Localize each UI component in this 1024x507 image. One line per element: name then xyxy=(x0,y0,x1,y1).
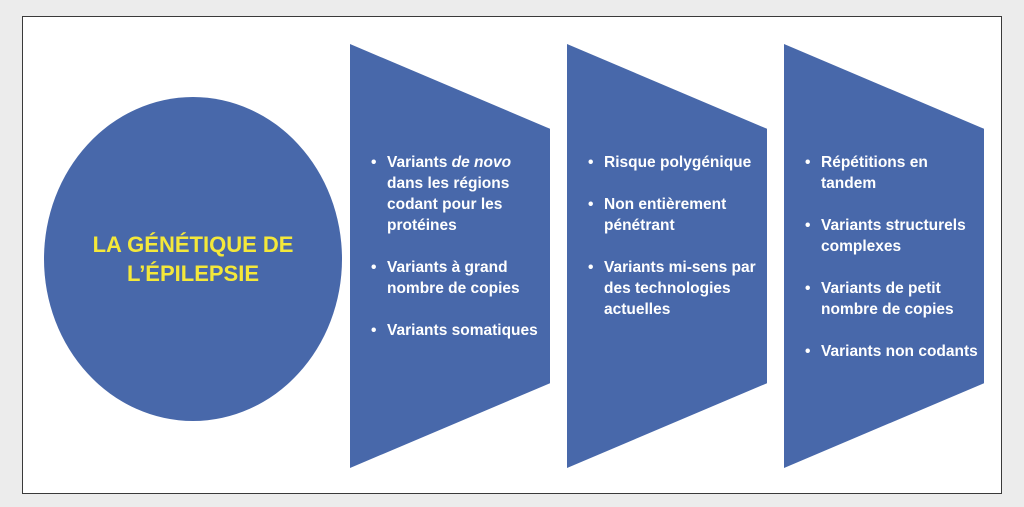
item-text-post: dans les régions codant pour les protéin… xyxy=(387,175,510,234)
item-text: Variants somatiques xyxy=(387,322,538,339)
list-item: • Répétitions en tandem xyxy=(805,152,983,194)
list-item: • Variants non codants xyxy=(805,341,983,362)
bullet-icon: • xyxy=(805,343,811,360)
bullet-icon: • xyxy=(371,259,377,276)
item-text: Répétitions en tandem xyxy=(821,154,928,192)
item-text: Variants structurels complexes xyxy=(821,217,966,255)
column-3-list: • Répétitions en tandem • Variants struc… xyxy=(805,152,983,383)
item-text-em: de novo xyxy=(451,154,512,171)
column-1-list: • Variants de novo dans les régions coda… xyxy=(371,152,551,362)
column-2-list: • Risque polygénique • Non entièrement p… xyxy=(588,152,766,341)
list-item: • Variants mi-sens par des technologies … xyxy=(588,257,766,320)
list-item: • Variants de petit nombre de copies xyxy=(805,278,983,320)
bullet-icon: • xyxy=(371,322,377,339)
bullet-icon: • xyxy=(588,196,594,213)
list-item: • Variants de novo dans les régions coda… xyxy=(371,152,551,236)
item-text: Variants à grand nombre de copies xyxy=(387,259,520,297)
bullet-icon: • xyxy=(805,280,811,297)
list-item: • Non entièrement pénétrant xyxy=(588,194,766,236)
list-item: • Variants structurels complexes xyxy=(805,215,983,257)
list-item: • Variants à grand nombre de copies xyxy=(371,257,551,299)
item-text: Risque polygénique xyxy=(604,154,752,171)
item-text: Variants non codants xyxy=(821,343,978,360)
diagram-title: LA GÉNÉTIQUE DE L’ÉPILEPSIE xyxy=(92,232,294,286)
item-text: Variants de petit nombre de copies xyxy=(821,280,954,318)
item-text-pre: Variants xyxy=(387,154,452,171)
bullet-icon: • xyxy=(588,259,594,276)
bullet-icon: • xyxy=(805,217,811,234)
item-text: Non entièrement pénétrant xyxy=(604,196,727,234)
bullet-icon: • xyxy=(371,154,377,171)
list-item: • Variants somatiques xyxy=(371,320,551,341)
list-item: • Risque polygénique xyxy=(588,152,766,173)
bullet-icon: • xyxy=(805,154,811,171)
item-text: Variants mi-sens par des technologies ac… xyxy=(604,259,756,318)
central-circle: LA GÉNÉTIQUE DE L’ÉPILEPSIE xyxy=(44,97,342,421)
bullet-icon: • xyxy=(588,154,594,171)
